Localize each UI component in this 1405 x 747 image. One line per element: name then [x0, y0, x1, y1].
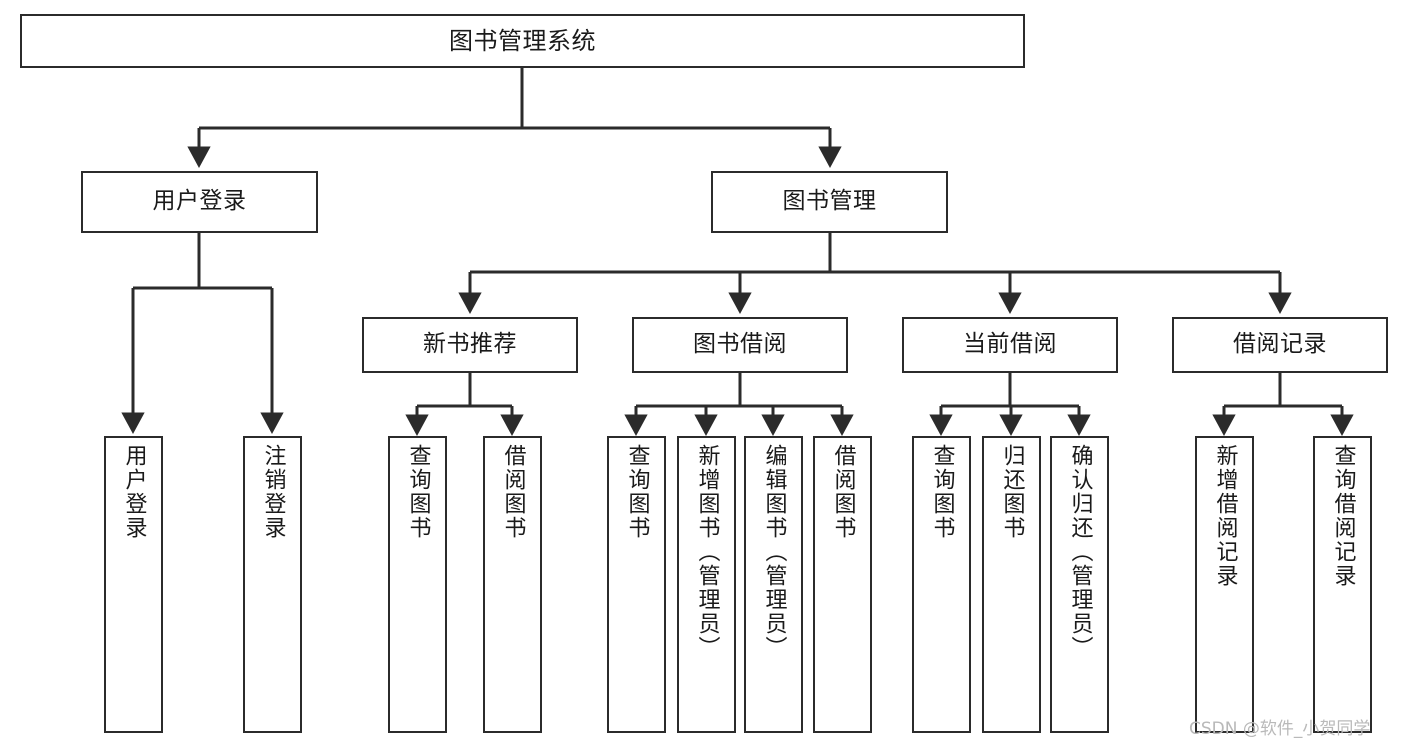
- node-leaf-query-book-current[interactable]: 查询图书: [912, 436, 971, 733]
- csdn-watermark: CSDN @软件_小贺同学: [1189, 719, 1371, 739]
- node-label: 借阅记录: [1233, 331, 1327, 358]
- node-leaf-query-borrow-record[interactable]: 查询借阅记录: [1313, 436, 1372, 733]
- node-new-book-recommend[interactable]: 新书推荐: [362, 317, 578, 373]
- node-label: 新增借阅记录: [1212, 444, 1238, 588]
- node-leaf-query-book-recommend[interactable]: 查询图书: [388, 436, 447, 733]
- node-leaf-return-book[interactable]: 归还图书: [982, 436, 1041, 733]
- node-label: 图书管理: [782, 188, 877, 215]
- node-label: 查询图书: [624, 444, 650, 540]
- node-user-login[interactable]: 用户登录: [81, 171, 318, 233]
- node-label: 新书推荐: [423, 331, 517, 358]
- node-leaf-user-login[interactable]: 用户登录: [104, 436, 163, 733]
- node-leaf-borrow-book[interactable]: 借阅图书: [813, 436, 872, 733]
- node-book-borrow[interactable]: 图书借阅: [632, 317, 848, 373]
- node-leaf-add-borrow-record[interactable]: 新增借阅记录: [1195, 436, 1254, 733]
- node-book-manage[interactable]: 图书管理: [711, 171, 948, 233]
- node-leaf-add-book[interactable]: 新增图书（管理员）: [677, 436, 736, 733]
- node-label: 当前借阅: [963, 331, 1057, 358]
- node-leaf-query-book-borrow[interactable]: 查询图书: [607, 436, 666, 733]
- node-root-book-management-system[interactable]: 图书管理系统: [20, 14, 1025, 68]
- node-leaf-confirm-return[interactable]: 确认归还（管理员）: [1050, 436, 1109, 733]
- node-label: 借阅图书: [830, 444, 856, 540]
- node-label: 图书借阅: [693, 331, 787, 358]
- node-label: 新增图书（管理员）: [694, 444, 720, 660]
- node-label: 用户登录: [152, 188, 247, 215]
- node-leaf-borrow-book-recommend[interactable]: 借阅图书: [483, 436, 542, 733]
- node-current-borrow[interactable]: 当前借阅: [902, 317, 1118, 373]
- node-label: 借阅图书: [500, 444, 526, 540]
- node-label: 图书管理系统: [449, 26, 596, 55]
- node-leaf-logout[interactable]: 注销登录: [243, 436, 302, 733]
- node-label: 用户登录: [121, 444, 147, 540]
- node-label: 查询借阅记录: [1330, 444, 1356, 588]
- node-borrow-record[interactable]: 借阅记录: [1172, 317, 1388, 373]
- node-label: 编辑图书（管理员）: [761, 444, 787, 660]
- node-label: 归还图书: [999, 444, 1025, 540]
- node-label: 注销登录: [260, 444, 286, 540]
- node-leaf-edit-book[interactable]: 编辑图书（管理员）: [744, 436, 803, 733]
- node-label: 查询图书: [929, 444, 955, 540]
- node-label: 确认归还（管理员）: [1067, 444, 1093, 660]
- node-label: 查询图书: [405, 444, 431, 540]
